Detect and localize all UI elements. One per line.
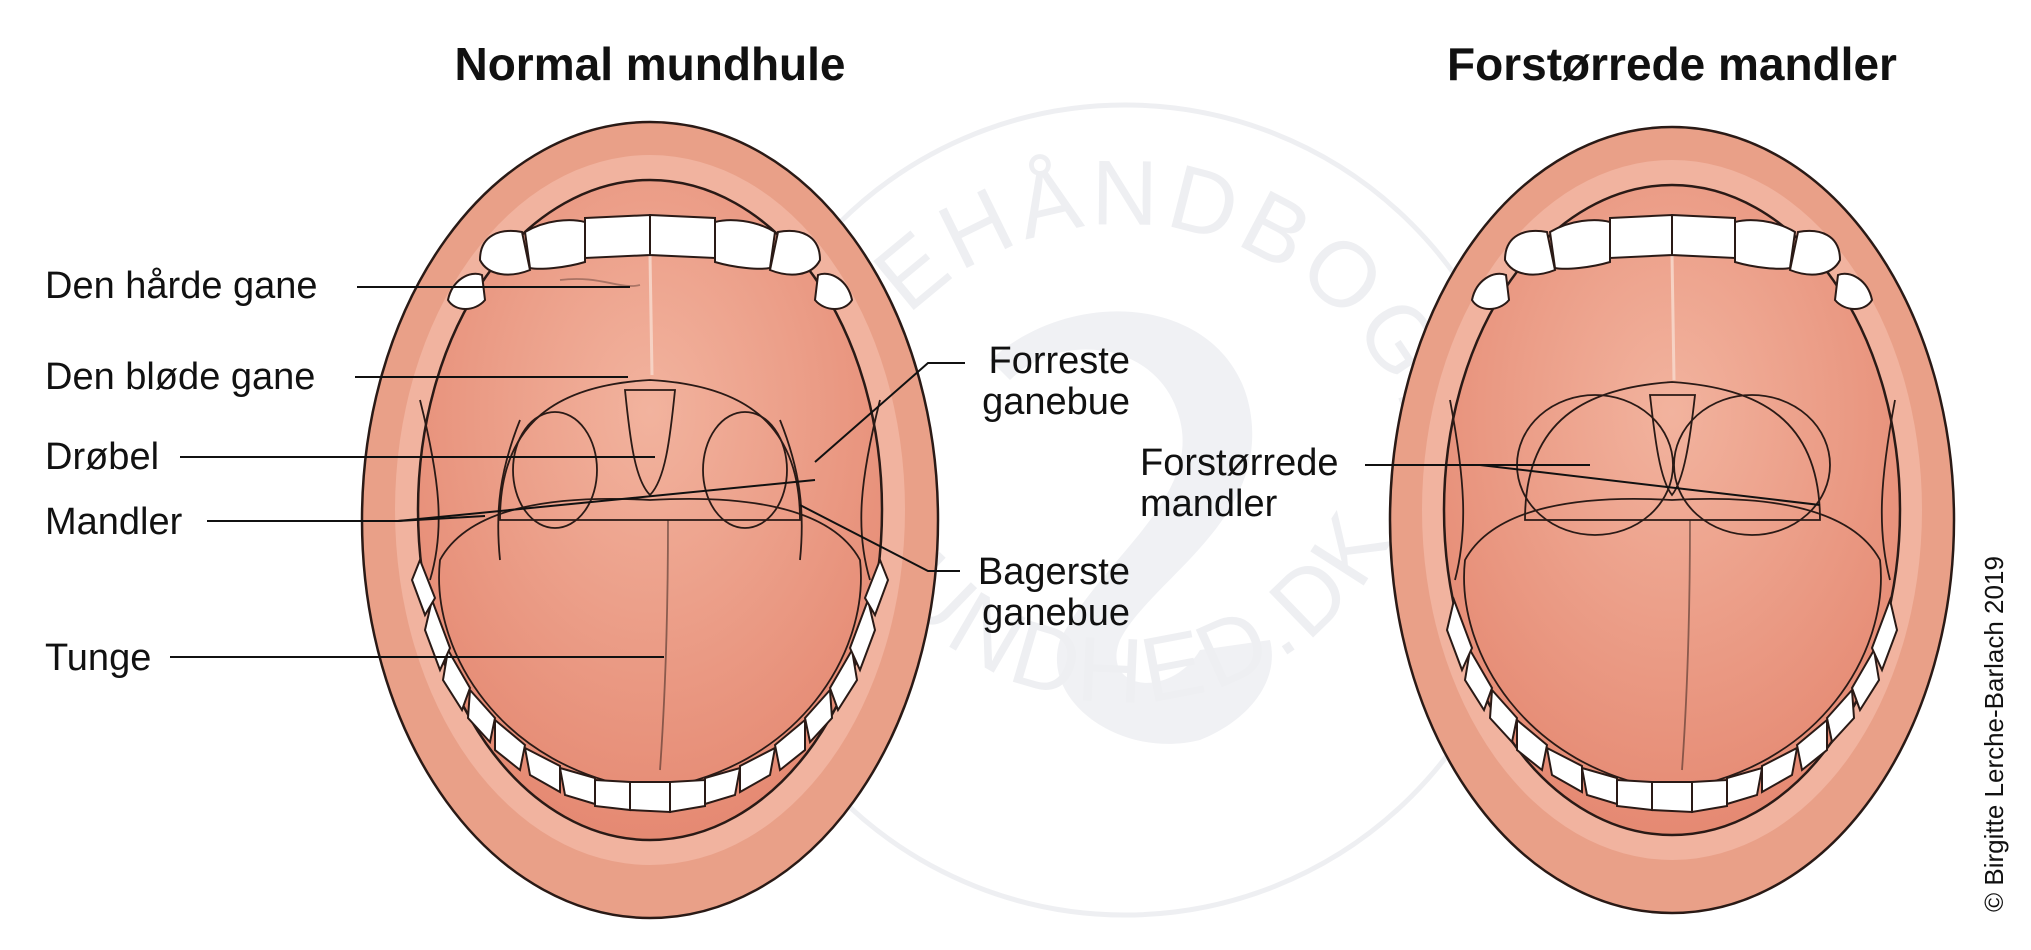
label-hard-palate: Den hårde gane (45, 265, 318, 307)
uvula (624, 389, 676, 497)
tongue-right (1463, 497, 1882, 791)
uvula-right (1648, 394, 1697, 497)
label-posterior-arch-line2: ganebue (982, 592, 1130, 634)
label-tonsils: Mandler (45, 501, 183, 543)
leader-tonsils-left (397, 515, 486, 522)
upper-teeth-right (1470, 213, 1874, 310)
label-soft-palate: Den bløde gane (45, 356, 315, 398)
label-posterior-arch-line1: Bagerste (978, 551, 1130, 593)
arch-right-outer-right (1880, 399, 1896, 581)
arch-right-inner (779, 419, 803, 561)
tongue (438, 497, 862, 791)
upper-teeth (446, 213, 854, 310)
arch-left-outer (419, 399, 440, 581)
mouth-normal-illustration (360, 120, 940, 920)
copyright-credit: © Birgitte Lerche-Barlach 2019 (1979, 556, 2009, 912)
palate-midline (648, 254, 654, 376)
palate-midline-right (1670, 254, 1676, 381)
arch-left-inner (497, 419, 521, 561)
label-anterior-arch-line2: ganebue (982, 381, 1130, 423)
arch-left-outer-right (1449, 399, 1465, 581)
mouth-enlarged-illustration (1388, 125, 1956, 915)
label-tongue: Tunge (45, 637, 151, 679)
palate-ridge (559, 278, 641, 287)
enlarged-tonsil-right (1673, 394, 1831, 536)
tonsil-right (702, 411, 788, 529)
mouth-cavity-right (1442, 183, 1902, 837)
label-uvula: Drøbel (45, 436, 159, 478)
tonsil-left (512, 411, 598, 529)
leader-posterior-arch (799, 504, 960, 572)
mouth-cavity (416, 178, 884, 842)
watermark-emblem-icon (990, 311, 1272, 744)
label-enlarged-tonsils-line2: mandler (1140, 483, 1278, 525)
title-normal-mouth: Normal mundhule (454, 38, 845, 90)
title-enlarged-tonsils: Forstørrede mandler (1447, 38, 1897, 90)
label-anterior-arch-line1: Forreste (989, 340, 1130, 382)
tongue-midline (659, 519, 669, 771)
lower-teeth (410, 557, 890, 814)
tongue-midline-right (1681, 519, 1691, 771)
leader-anterior-arch (814, 362, 965, 463)
label-enlarged-tonsils-line1: Forstørrede (1140, 442, 1338, 484)
arch-right-outer (860, 399, 881, 581)
throat-right (1524, 381, 1821, 521)
lower-teeth-right (1445, 596, 1899, 814)
